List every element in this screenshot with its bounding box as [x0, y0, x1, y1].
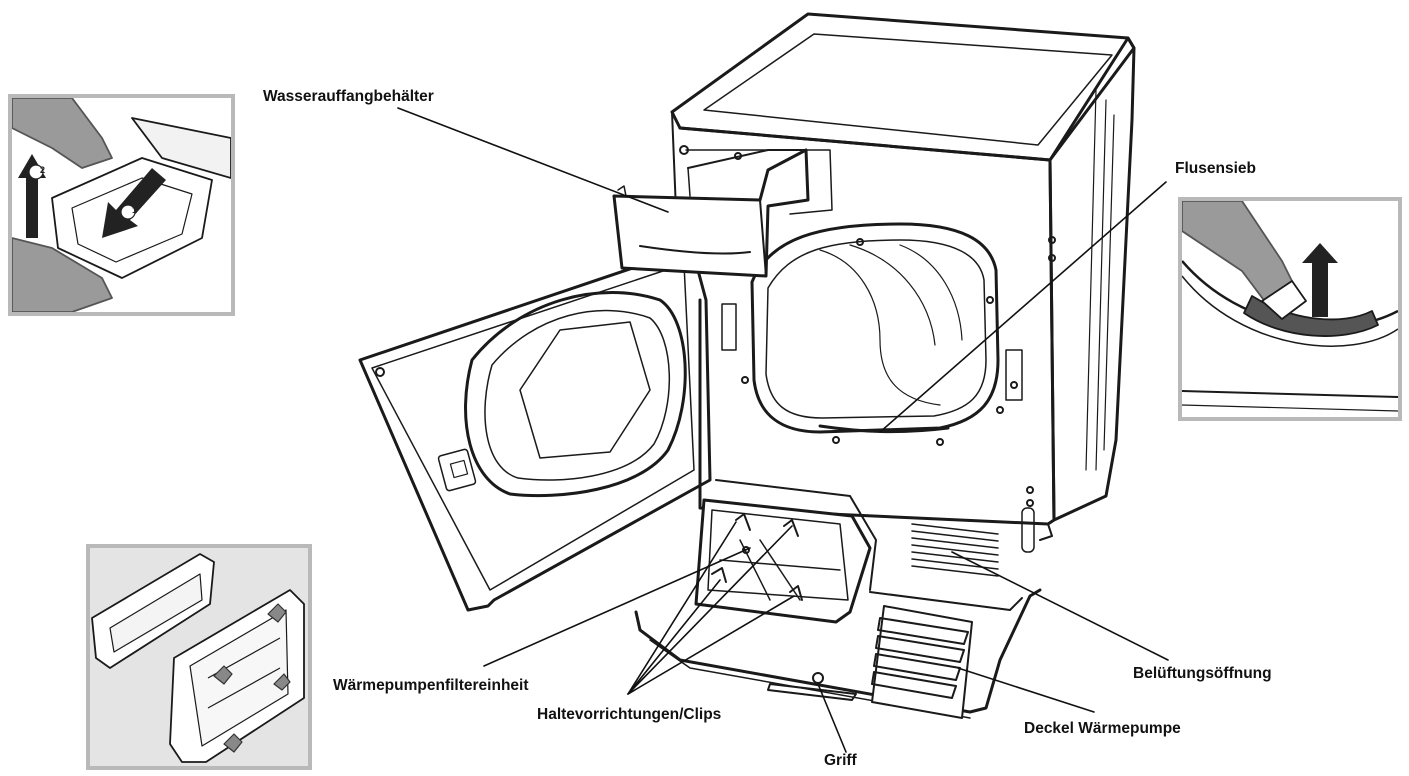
clip-icon: [213, 603, 291, 753]
leader-filter-unit: [483, 547, 751, 667]
base-handle: [767, 683, 857, 701]
dryer-side-panel: [1048, 36, 1136, 522]
inset-filter-unit-detail: [86, 544, 312, 770]
label-heat-pump-cover: Deckel Wärmepumpe: [1024, 720, 1181, 737]
arrow-up-icon: [1302, 243, 1338, 317]
lint-filter-grid: [1243, 295, 1379, 337]
dryer-front-frame: [678, 126, 1056, 526]
label-heat-pump-filter-unit: Wärmepumpenfiltereinheit: [333, 677, 529, 694]
leader-clip-3: [627, 579, 721, 695]
inset-lint-filter-removal: [1178, 197, 1402, 421]
ventilation-grill: [911, 523, 999, 577]
door-window: [464, 291, 687, 498]
leader-water-container: [397, 107, 669, 213]
leader-lint-filter: [879, 181, 1167, 433]
label-handle: Griff: [824, 752, 857, 769]
inset-water-container-removal: 2 1: [8, 94, 235, 316]
leader-clip-4: [627, 595, 795, 695]
water-container: [612, 148, 810, 278]
leader-heat-pump-cover: [957, 667, 1095, 713]
leader-clip-2: [627, 525, 793, 695]
label-water-container: Wasserauffangbehälter: [263, 88, 434, 105]
label-holders-clips: Haltevorrichtungen/Clips: [537, 706, 722, 723]
heat-pump-filter-unit: [694, 479, 877, 624]
drum-opening: [750, 222, 1000, 434]
leader-lines: [397, 107, 1169, 753]
step-mark-1: 1: [132, 205, 138, 215]
dryer-door: [358, 246, 712, 612]
dryer-base-tray: [634, 588, 1042, 714]
step-mark-2: 2: [40, 165, 46, 175]
leader-clip-1: [627, 521, 737, 695]
arrow-diagonal-icon: [102, 168, 166, 238]
heat-pump-cover: [871, 605, 973, 719]
leader-handle: [817, 683, 847, 753]
label-ventilation-opening: Belüftungsöffnung: [1133, 665, 1272, 682]
leader-ventilation: [951, 551, 1169, 661]
label-lint-filter: Flusensieb: [1175, 160, 1256, 177]
